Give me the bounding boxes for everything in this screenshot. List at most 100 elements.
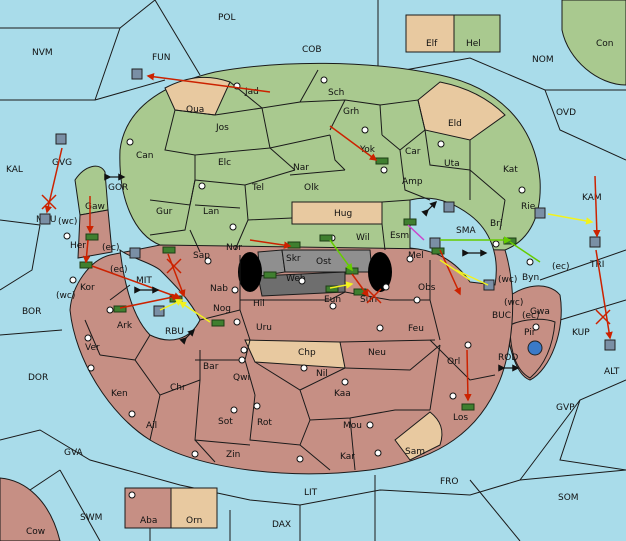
province-label: Ost (316, 257, 332, 267)
fleet-unit (429, 237, 441, 249)
dislodged-markers (41, 194, 611, 325)
province-sam[interactable] (394, 411, 443, 461)
province-label: Jad (244, 87, 259, 97)
sea-mit-rbu[interactable] (119, 248, 201, 341)
fleet-unit (483, 279, 495, 291)
supply-center (532, 323, 540, 331)
province-label: Grh (343, 107, 359, 117)
supply-center (128, 410, 136, 418)
move-arrow (351, 273, 369, 298)
double-arrow (421, 200, 438, 217)
province-label: Wil (356, 233, 370, 243)
sea-label: POL (218, 13, 236, 23)
supply-center (296, 455, 304, 463)
support-arrow (439, 259, 471, 281)
province-eld[interactable] (417, 81, 506, 141)
fleet-unit (131, 68, 143, 80)
sea-label: Cow (26, 527, 45, 537)
province-label: Mel (408, 251, 424, 261)
move-arrow (146, 73, 271, 93)
province-hel[interactable] (453, 14, 501, 53)
supply-center (518, 186, 526, 194)
supply-center (320, 76, 328, 84)
supply-center (238, 356, 246, 364)
army-unit (113, 305, 127, 313)
supply-center (464, 341, 472, 349)
coast-label: (ec) (110, 265, 128, 275)
double-arrow (179, 328, 196, 345)
province-label: Gwa (530, 307, 550, 317)
province-label: Car (405, 147, 421, 157)
fleet-unit (39, 213, 51, 225)
province-label: Orn (186, 516, 202, 526)
province-label: Nil (316, 369, 328, 379)
supply-center (366, 421, 374, 429)
coast-label-group: (wc) (ec) (ec) (wc) (ec) (wc) (wc) (ec) (56, 217, 570, 321)
support-arrow (178, 301, 211, 323)
supply-center (231, 286, 239, 294)
province-label: Qwi (233, 373, 250, 383)
supply-center (361, 126, 369, 134)
province-label: Sap (193, 251, 210, 261)
supply-center (406, 255, 414, 263)
fleet-unit (604, 339, 616, 351)
support-orders (159, 213, 594, 323)
sea-label: GVP (556, 403, 575, 413)
province-label: Uta (444, 159, 460, 169)
province-label: Neu (368, 348, 386, 358)
move-arrow (82, 239, 91, 264)
province-label: Chp (298, 348, 316, 358)
move-arrow (167, 253, 186, 298)
province-label: Web (286, 274, 306, 284)
province-label: Hil (253, 299, 265, 309)
x-mark (595, 309, 611, 325)
province-hug[interactable] (291, 201, 383, 225)
coast-label: (wc) (56, 291, 75, 301)
province-label: Sch (328, 88, 344, 98)
sea-label: LIT (304, 488, 318, 498)
province-label: Esm (390, 231, 409, 241)
sea-label: NVM (32, 48, 53, 58)
supply-center (376, 324, 384, 332)
province-label: Mou (343, 421, 362, 431)
army-unit (461, 403, 475, 411)
province-label: Los (453, 413, 468, 423)
supply-center (240, 346, 248, 354)
army-unit (79, 261, 93, 269)
army-unit (287, 241, 301, 249)
province-label: Gaw (85, 202, 105, 212)
supply-center (126, 138, 134, 146)
supply-center (204, 257, 212, 265)
army-unit (403, 218, 417, 226)
supply-center (380, 166, 388, 174)
supply-centers (63, 76, 540, 499)
sea-label: OVD (556, 108, 576, 118)
supply-center (374, 449, 382, 457)
province-label: Nog (213, 304, 231, 314)
province-orn[interactable] (170, 487, 218, 529)
tunnel-west (238, 252, 262, 292)
supply-center (341, 378, 349, 386)
province-label: Chr (170, 383, 186, 393)
sea-label: FRO (440, 477, 459, 487)
province-gaw[interactable] (74, 165, 109, 216)
sea-label: BUC (492, 311, 511, 321)
sea-sma[interactable] (409, 197, 497, 286)
sea-label-group: POL NVM FUN COB NOM Con OVD KAL GOR KAM … (6, 13, 620, 537)
army-unit (211, 319, 225, 327)
province-label: Eun (324, 295, 341, 305)
province-label: Her (70, 241, 86, 251)
supply-center (191, 450, 199, 458)
adjacency-arrows (104, 173, 520, 372)
province-label: Ken (111, 389, 128, 399)
province-elf[interactable] (405, 14, 455, 53)
province-label: Ail (146, 421, 157, 431)
province-label: Obs (418, 283, 436, 293)
support-arrow (455, 269, 489, 286)
sea-label: KAM (582, 193, 602, 203)
sea-label: SOM (558, 493, 579, 503)
province-label: Sot (218, 417, 233, 427)
supply-center (230, 406, 238, 414)
province-qua[interactable] (164, 76, 231, 116)
sea-label: DOR (28, 373, 48, 383)
